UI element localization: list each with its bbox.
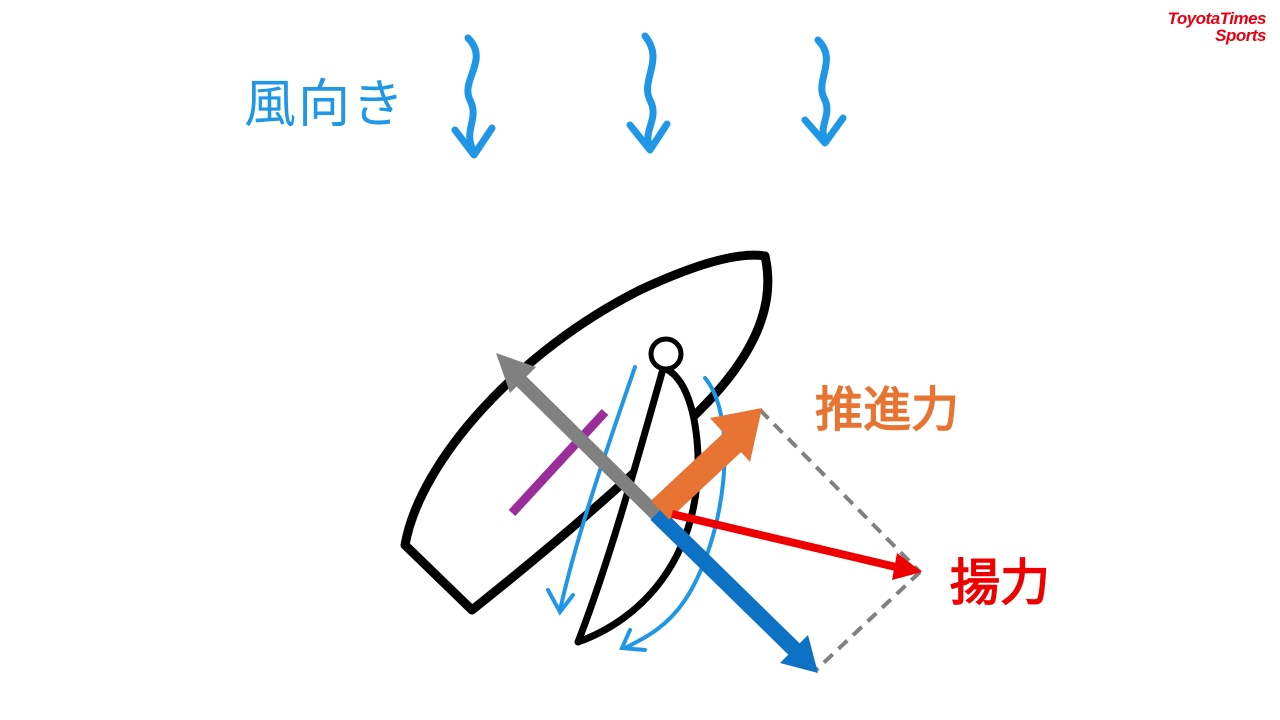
mast-icon	[648, 336, 684, 372]
thrust-label: 推進力	[815, 382, 960, 438]
logo-line-2: Sports	[1215, 26, 1266, 45]
lift-force-arrow	[671, 510, 922, 580]
gray-force-arrow	[496, 353, 661, 519]
thrust-force-arrow	[651, 408, 762, 520]
force-parallelogram	[758, 408, 922, 672]
keel	[508, 408, 609, 517]
boat-hull	[400, 250, 773, 615]
logo-line-1: ToyotaTimes	[1167, 9, 1267, 28]
toyota-times-sports-logo: ToyotaTimes Sports	[1167, 9, 1267, 45]
wind-arrow-icon	[626, 32, 671, 154]
wind-arrow-icon	[451, 34, 496, 159]
wind-arrow-icon	[801, 36, 847, 147]
drift-force-arrow	[650, 508, 818, 673]
wind-direction-label: 風向き	[244, 75, 407, 135]
lift-label: 揚力	[950, 554, 1050, 612]
wind-arrows	[451, 32, 847, 159]
